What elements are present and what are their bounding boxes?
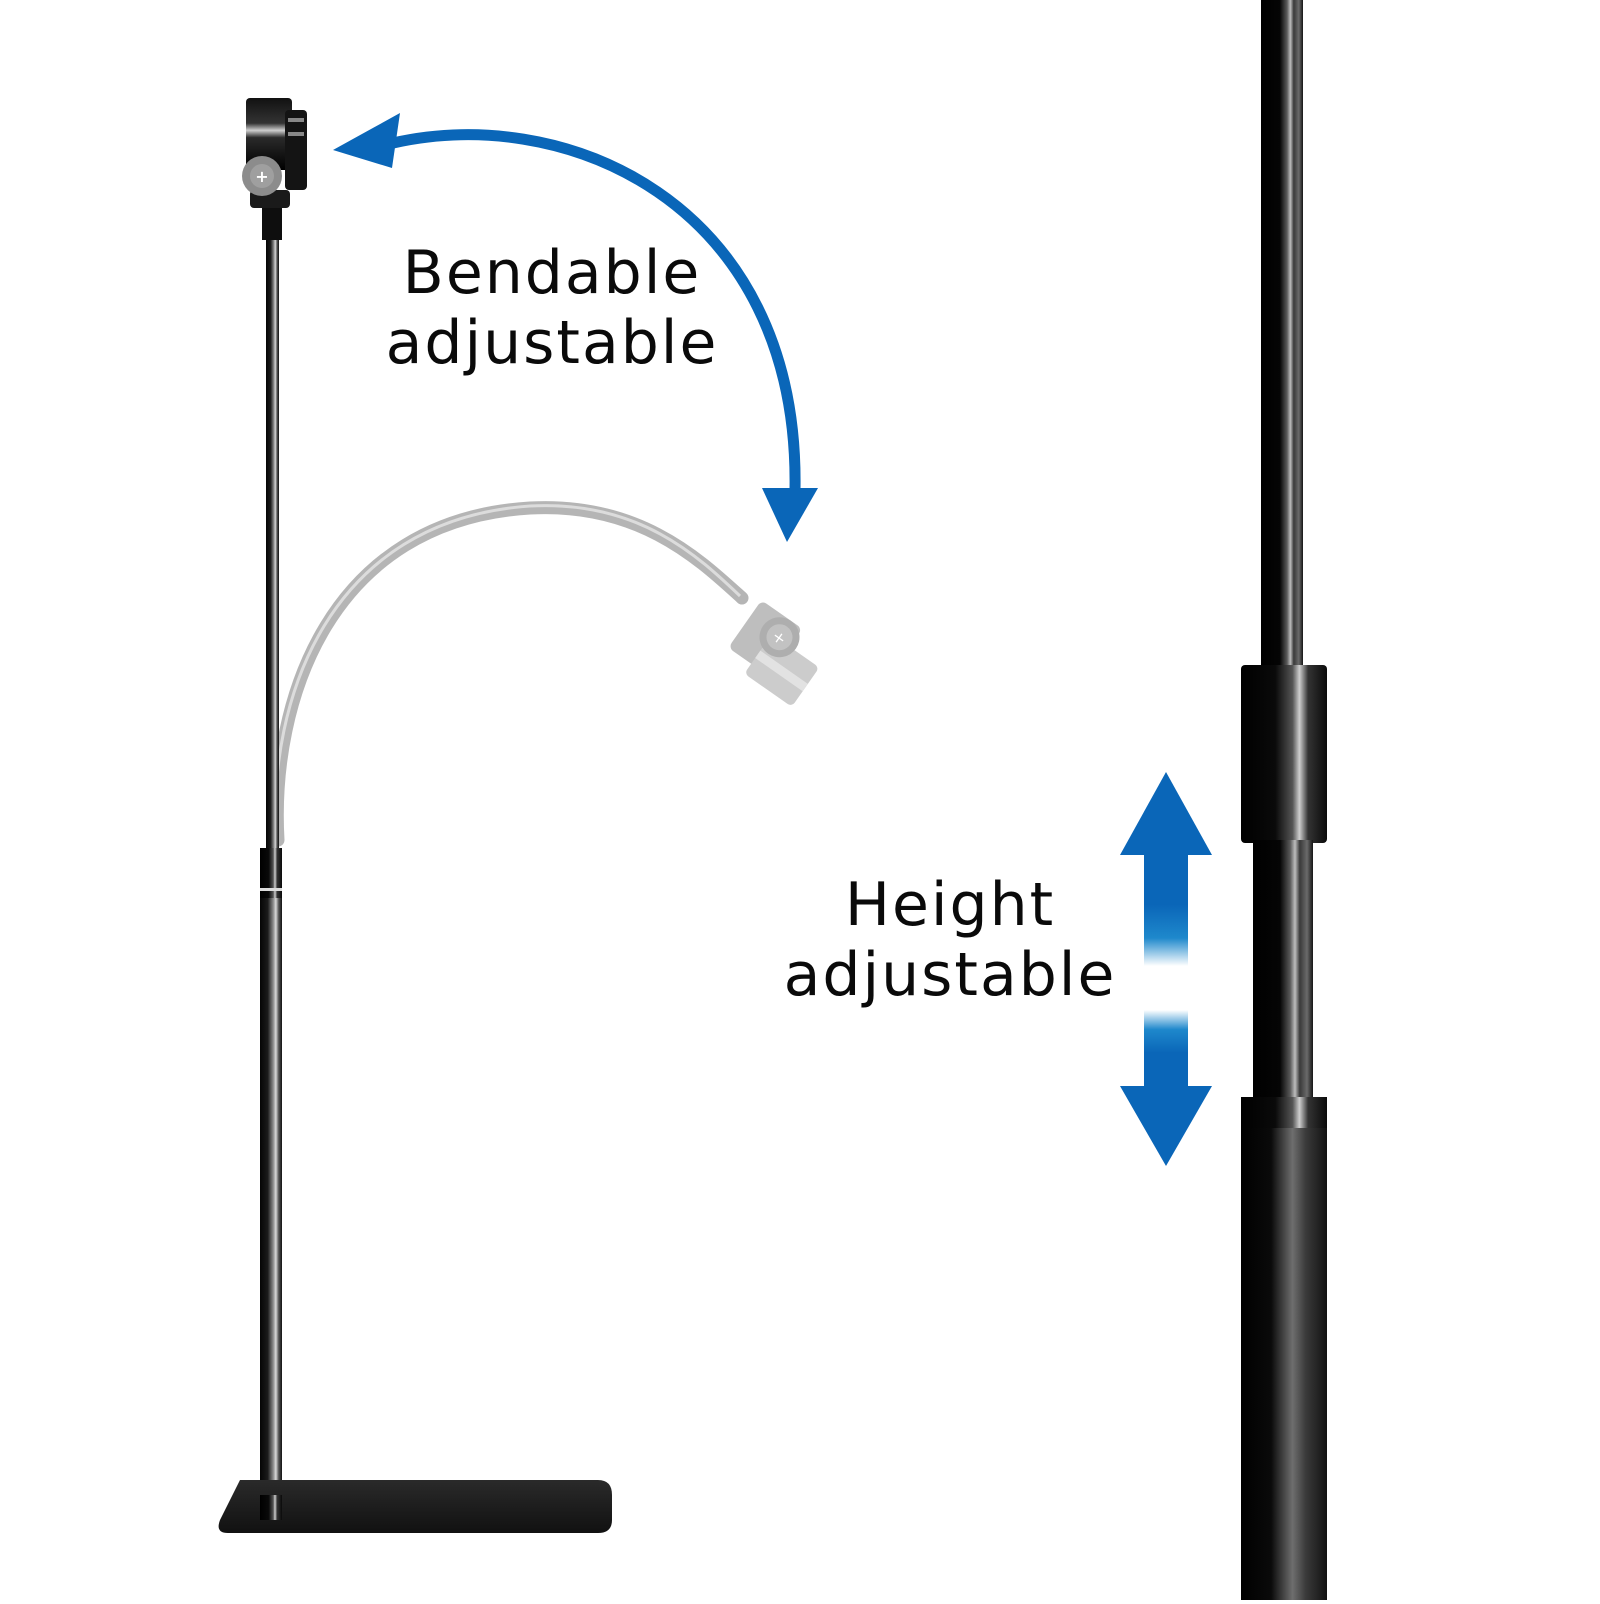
height-adjustable-label: Height adjustable: [770, 870, 1130, 1010]
bendable-label-line1: Bendable: [402, 238, 702, 308]
floor-stand: [218, 230, 612, 1533]
vertical-double-arrow-icon: [1120, 772, 1212, 1166]
phone-clamp: +: [242, 98, 307, 240]
svg-text:+: +: [255, 167, 268, 186]
height-label-line2: adjustable: [783, 940, 1117, 1010]
bent-gooseneck-ghost: +: [270, 501, 818, 847]
curved-double-arrow-icon: [333, 113, 818, 542]
height-label-line1: Height: [844, 870, 1056, 940]
bendable-label-line2: adjustable: [385, 308, 719, 378]
bendable-adjustable-label: Bendable adjustable: [372, 238, 732, 378]
telescopic-pole-closeup: [1241, 0, 1327, 1600]
